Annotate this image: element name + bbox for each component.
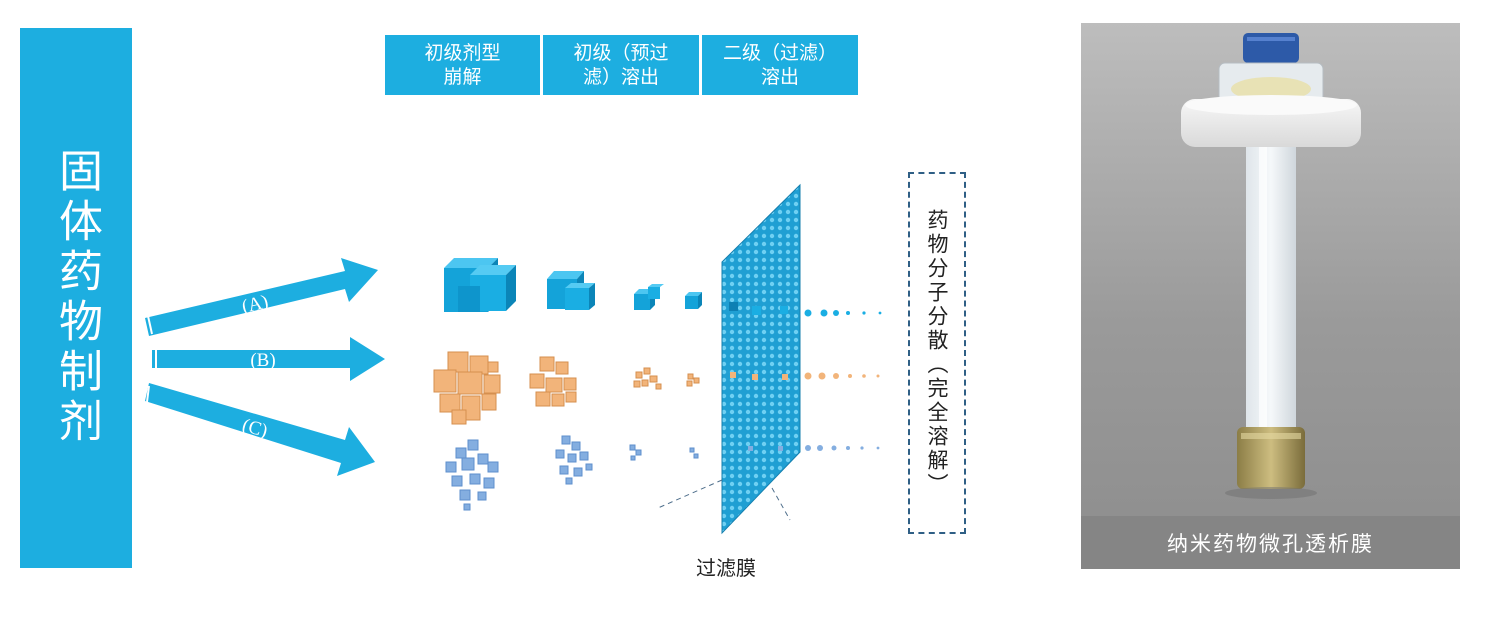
side-title-bar: 固体药物制剂 — [20, 28, 132, 568]
result-label: 药物分子分散（完全溶解） — [925, 209, 949, 497]
arrow-c — [145, 383, 375, 476]
trail-b — [804, 372, 880, 380]
dissolution-diagram: (A) (B) (C) — [145, 183, 882, 535]
product-photo: 纳米药物微孔透析膜 — [1081, 23, 1460, 569]
stage-header-1: 初级剂型 崩解 — [385, 35, 540, 95]
result-box: 药物分子分散（完全溶解） — [908, 172, 966, 534]
row-c-particles — [445, 435, 699, 511]
dialysis-membrane-image — [1181, 33, 1361, 499]
arrow-a — [145, 258, 378, 336]
arrow-b-label: (B) — [250, 350, 275, 371]
filter-membrane — [657, 183, 801, 535]
arrow-a-label: (A) — [240, 291, 270, 317]
passing-particles — [729, 302, 788, 451]
stage-header-3: 二级（过滤） 溶出 — [702, 35, 858, 95]
side-title: 固体药物制剂 — [51, 148, 102, 448]
trail-a — [804, 309, 882, 317]
trail-c — [805, 445, 880, 451]
arrow-b — [152, 337, 385, 381]
row-b-particles — [433, 351, 700, 425]
cube-cluster-small — [634, 284, 664, 310]
row-a-particles — [444, 258, 702, 312]
filter-label: 过滤膜 — [696, 556, 756, 580]
cube-single — [685, 292, 702, 309]
cube-cluster-medium — [547, 271, 595, 310]
photo-caption: 纳米药物微孔透析膜 — [1081, 516, 1460, 569]
stage-header-2: 初级（预过 滤）溶出 — [543, 35, 699, 95]
cube-cluster-large — [444, 258, 516, 312]
